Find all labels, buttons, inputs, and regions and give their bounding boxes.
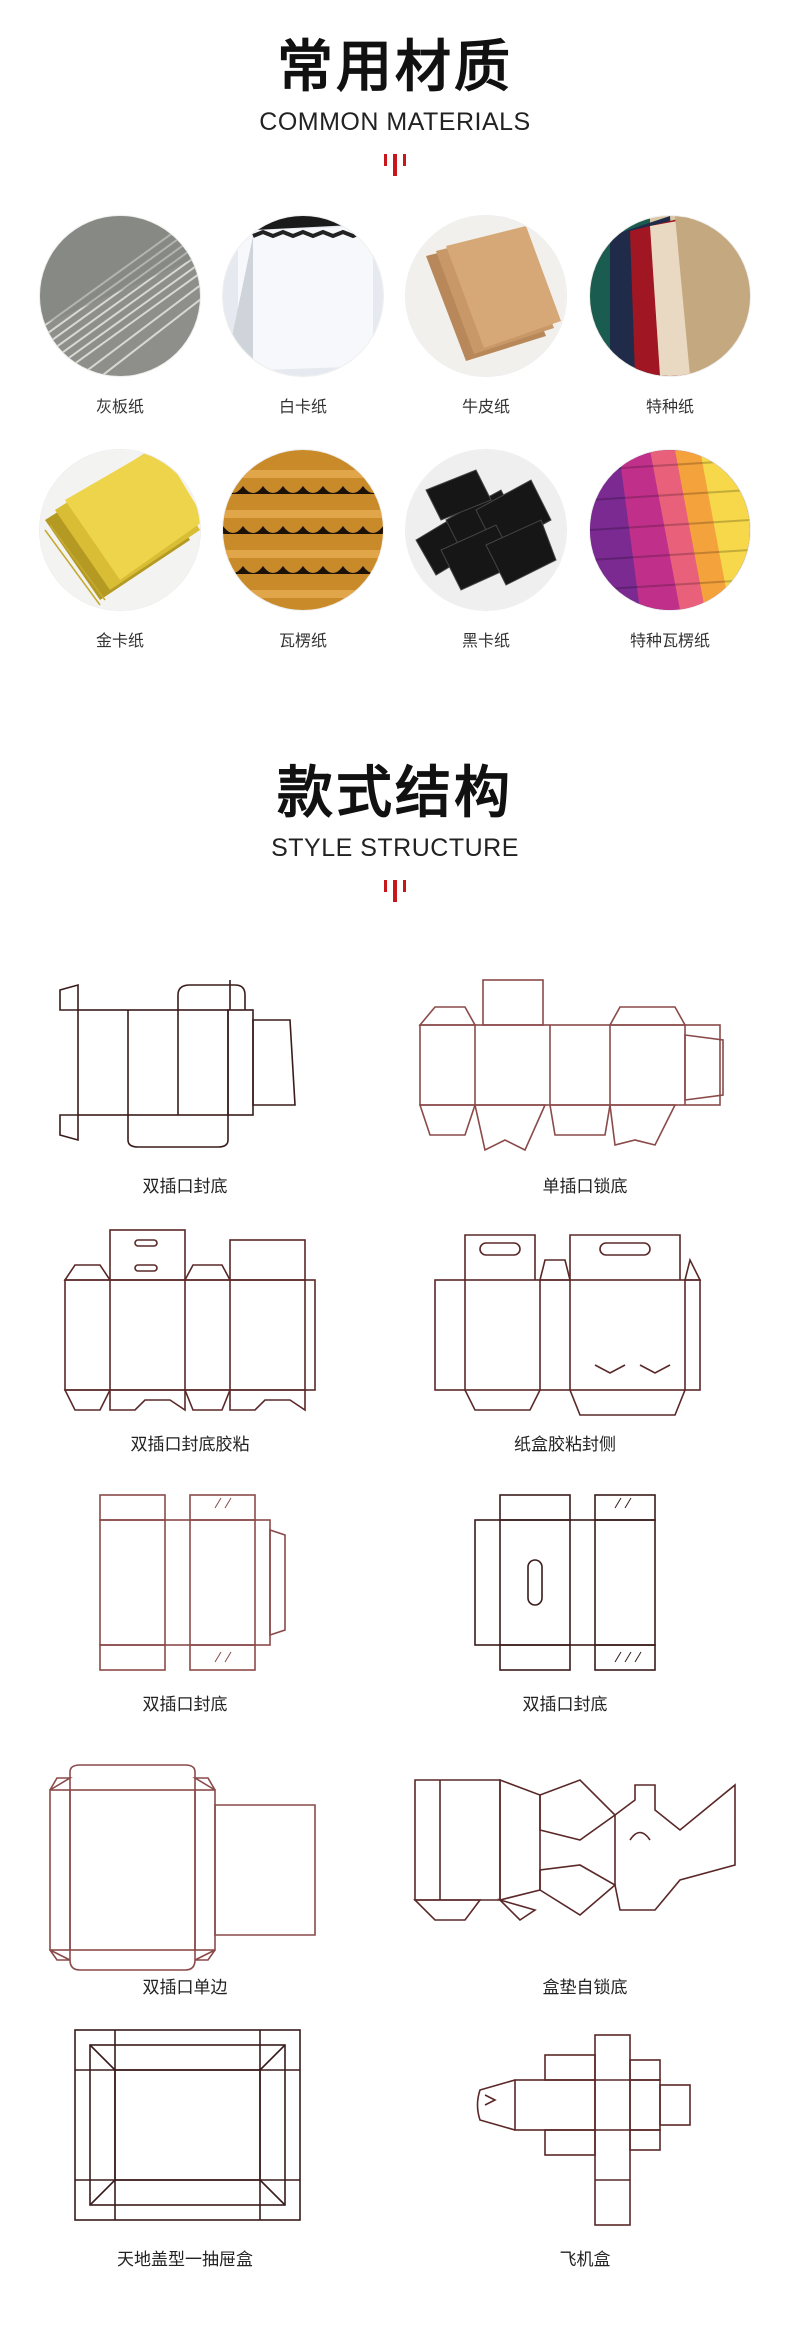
structure-label: 盒垫自锁底	[542, 1978, 628, 1998]
grey-board-paper-image	[40, 216, 200, 376]
white-card-paper-image	[223, 216, 383, 376]
materials-subtitle: COMMON MATERIALS	[259, 108, 531, 136]
material-label: 白卡纸	[278, 397, 327, 416]
material-label: 特种瓦楞纸	[629, 631, 710, 650]
die-line-diagram	[405, 975, 735, 1160]
die-line-diagram	[460, 1490, 670, 1675]
die-line-diagram	[405, 1770, 745, 1930]
die-line-diagram	[425, 1225, 710, 1425]
die-line-diagram	[65, 2025, 310, 2225]
material-label: 金卡纸	[95, 631, 144, 650]
special-paper-image	[590, 216, 750, 376]
structure-label: 飞机盒	[559, 2250, 611, 2270]
structure-label: 双插口封底	[142, 1695, 228, 1715]
black-card-paper-image	[406, 450, 566, 610]
die-line-diagram	[45, 1760, 325, 1975]
material-label: 瓦楞纸	[278, 631, 327, 650]
material-label: 黑卡纸	[461, 631, 510, 650]
structure-label: 纸盒胶粘封侧	[514, 1435, 616, 1455]
kraft-paper-image	[406, 216, 566, 376]
die-line-diagram	[470, 2030, 695, 2230]
gold-card-paper-image	[40, 450, 200, 610]
material-label: 特种纸	[645, 397, 694, 416]
structure-title: 款式结构	[277, 761, 513, 826]
die-line-diagram	[85, 1490, 295, 1675]
structure-label: 双插口封底	[522, 1695, 608, 1715]
special-corrugated-paper-image	[590, 450, 750, 610]
accent-mark-icon	[384, 154, 406, 176]
die-line-diagram	[55, 1225, 325, 1425]
structure-label: 双插口单边	[142, 1978, 228, 1998]
corrugated-paper-image	[223, 450, 383, 610]
material-label: 灰板纸	[95, 397, 144, 416]
structure-label: 单插口锁底	[542, 1177, 628, 1197]
materials-title: 常用材质	[277, 35, 513, 100]
die-line-diagram	[50, 975, 320, 1155]
material-label: 牛皮纸	[461, 397, 510, 416]
structure-subtitle: STYLE STRUCTURE	[271, 834, 519, 862]
structure-label: 双插口封底	[142, 1177, 228, 1197]
structure-label: 双插口封底胶粘	[130, 1435, 250, 1455]
accent-mark-icon	[384, 880, 406, 902]
structure-label: 天地盖型一抽屉盒	[117, 2250, 253, 2270]
